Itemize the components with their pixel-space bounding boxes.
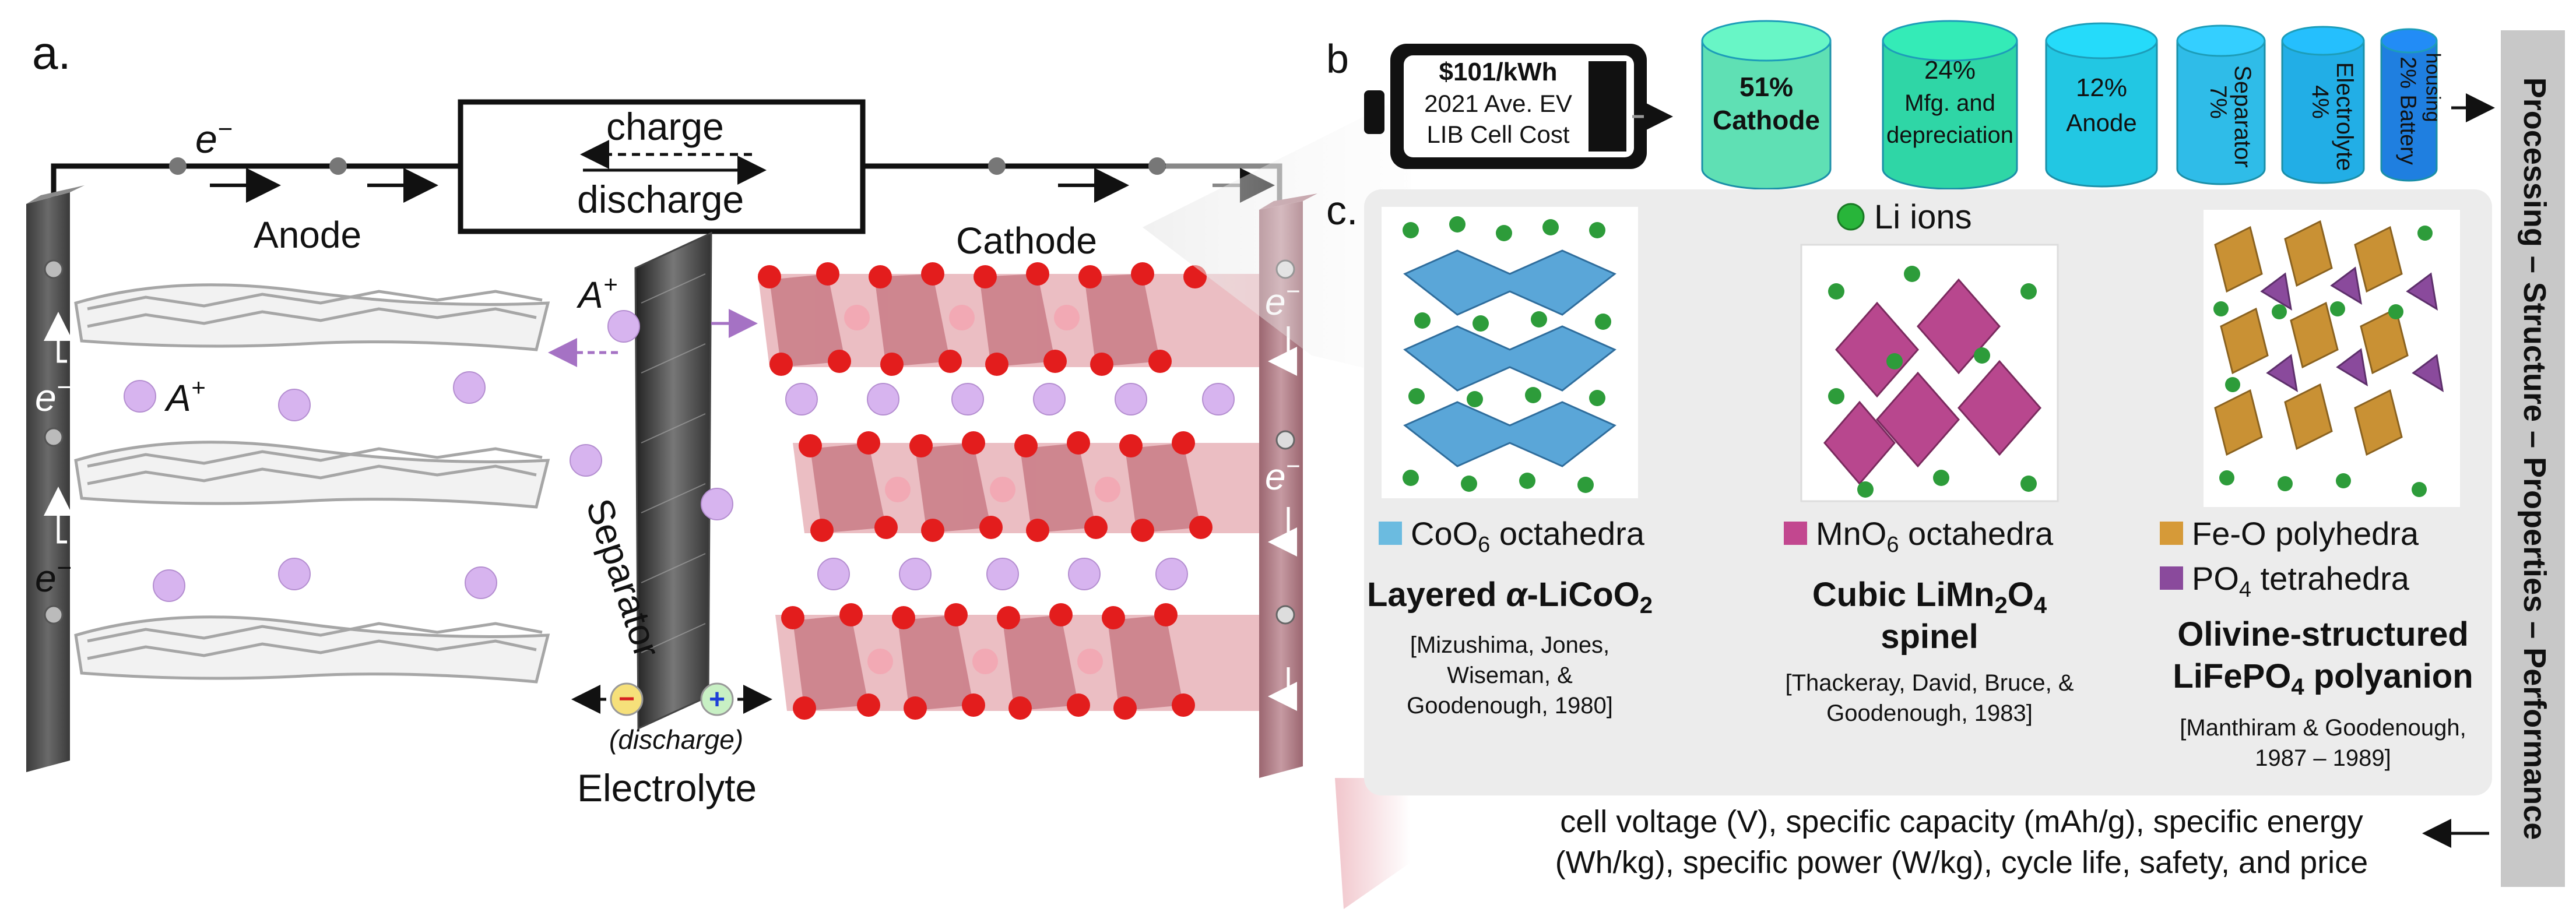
circuit-node	[169, 157, 187, 175]
licoo2-structure	[1382, 207, 1638, 498]
panel-a-label: a.	[32, 27, 71, 79]
zoom-wedge	[1143, 93, 1411, 379]
anode-ion-label: A+	[164, 374, 205, 419]
battery-line3: LIB Cell Cost	[1426, 121, 1569, 148]
lifepo4-name-line1: Olivine-structured	[2177, 615, 2469, 653]
limn2o4-ref-2: Goodenough, 1983]	[1826, 700, 2033, 726]
svg-text:+: +	[709, 684, 725, 715]
external-circuit	[51, 99, 1282, 234]
electron-label: e−	[195, 115, 233, 161]
cylinder-label: Anode	[2066, 109, 2136, 136]
sidebar-label: Processing – Structure – Properties – Pe…	[2517, 78, 2552, 840]
feo-legend-swatch	[2160, 522, 2183, 545]
cost-cylinder-2: 12% Anode	[2045, 22, 2158, 188]
separator-ion-label: A+	[576, 270, 617, 316]
mno6-legend: MnO6 octahedra	[1816, 515, 2054, 557]
anode-electron-label: e−	[35, 373, 71, 419]
feo-legend: Fe-O polyhedra	[2192, 515, 2419, 552]
electrolyte-label: Electrolyte	[577, 766, 757, 809]
electrolyte-discharge-note: (discharge)	[609, 724, 743, 755]
cost-cylinder-4: 4%Electrolyte	[2281, 26, 2365, 184]
separator-ion	[701, 488, 733, 520]
li-ion-legend-marker	[1837, 203, 1865, 231]
performance-line-2: (Wh/kg), specific power (W/kg), cycle li…	[1555, 845, 2368, 880]
electrolyte-ions: − +	[571, 682, 772, 716]
svg-text:−: −	[618, 684, 635, 714]
battery-line2: 2021 Ave. EV	[1424, 90, 1572, 117]
po4-legend-swatch	[2160, 566, 2183, 590]
licoo2-name: Layered α-LiCoO2	[1367, 576, 1653, 618]
panel-b-label: b	[1326, 36, 1349, 82]
sidebar-bar	[2501, 30, 2565, 887]
lifepo4-ref-1: [Manthiram & Goodenough,	[2180, 715, 2466, 741]
lifepo4-structure	[2204, 210, 2460, 507]
cylinder-label: Cathode	[1713, 105, 1820, 135]
li-ions-legend: Li ions	[1874, 198, 1972, 236]
limn2o4-ref-1: [Thackeray, David, Bruce, &	[1786, 670, 2074, 696]
cylinder-pct: 7%	[2205, 85, 2231, 119]
graphite-layers	[74, 283, 550, 684]
limn2o4-structure	[1800, 244, 2059, 502]
licoo2-ref-3: Goodenough, 1980]	[1407, 693, 1613, 719]
circuit-node	[1148, 157, 1166, 175]
cylinder-pct: 12%	[2076, 73, 2127, 102]
po4-legend: PO4 tetrahedra	[2192, 560, 2410, 602]
cylinder-label: Electrolyte	[2332, 62, 2357, 171]
cost-cylinder-1: 24% Mfg. and depreciation	[1882, 20, 2018, 190]
cost-cylinder-0: 51%Cathode	[1701, 20, 1832, 190]
lifepo4-ref-2: 1987 – 1989]	[2255, 745, 2391, 771]
coo6-legend-swatch	[1379, 522, 1402, 545]
cathode-electron-label-2: e−	[1265, 452, 1300, 498]
limn2o4-name-line2: spinel	[1881, 618, 1978, 656]
anode-label: Anode	[254, 214, 361, 256]
coo6-legend: CoO6 octahedra	[1411, 515, 1645, 557]
load-box	[458, 99, 866, 234]
cost-breakdown-cylinders: 51%Cathode 24% Mfg. and depreciation 12% Anod…	[1701, 20, 2444, 190]
circuit-node	[988, 157, 1006, 175]
performance-arrow-shape	[1335, 778, 1411, 909]
discharge-label: discharge	[577, 178, 744, 221]
cathode-ions	[785, 383, 1235, 590]
cylinder-pct: 24%	[1924, 56, 1976, 84]
separator-ion	[570, 444, 602, 477]
cylinder-pct: 4%	[2307, 85, 2333, 119]
cylinder-label: depreciation	[1886, 122, 2013, 148]
battery-price: $101/kWh	[1439, 58, 1558, 86]
cost-cylinder-3: 7%Separator	[2176, 24, 2266, 185]
battery-icon	[1364, 44, 1647, 169]
charge-label: charge	[606, 105, 724, 148]
anode-current-collector	[26, 185, 85, 772]
cylinder-pct: 51%	[1739, 72, 1793, 102]
cylinder-label: Separator	[2230, 65, 2255, 168]
separator-ion	[607, 310, 640, 343]
panel-c-label: c.	[1326, 188, 1358, 233]
cylinder-label: housing	[2422, 52, 2444, 122]
cathode-layers	[758, 262, 1282, 720]
licoo2-ref-1: [Mizushima, Jones,	[1410, 632, 1609, 658]
performance-line-1: cell voltage (V), specific capacity (mAh…	[1560, 804, 2363, 839]
cylinder-pct: 2% Battery	[2396, 57, 2420, 165]
cylinder-label: Mfg. and	[1904, 90, 1995, 116]
lifepo4-name-line2: LiFePO4 polyanion	[2173, 657, 2473, 700]
circuit-node	[329, 157, 347, 175]
mno6-legend-swatch	[1784, 522, 1807, 545]
cathode-label: Cathode	[956, 220, 1097, 262]
licoo2-ref-2: Wiseman, &	[1447, 663, 1573, 688]
anode-ions	[124, 371, 497, 602]
anode-electron-label-2: e−	[35, 554, 71, 600]
limn2o4-name-line1: Cubic LiMn2O4	[1812, 576, 2047, 618]
